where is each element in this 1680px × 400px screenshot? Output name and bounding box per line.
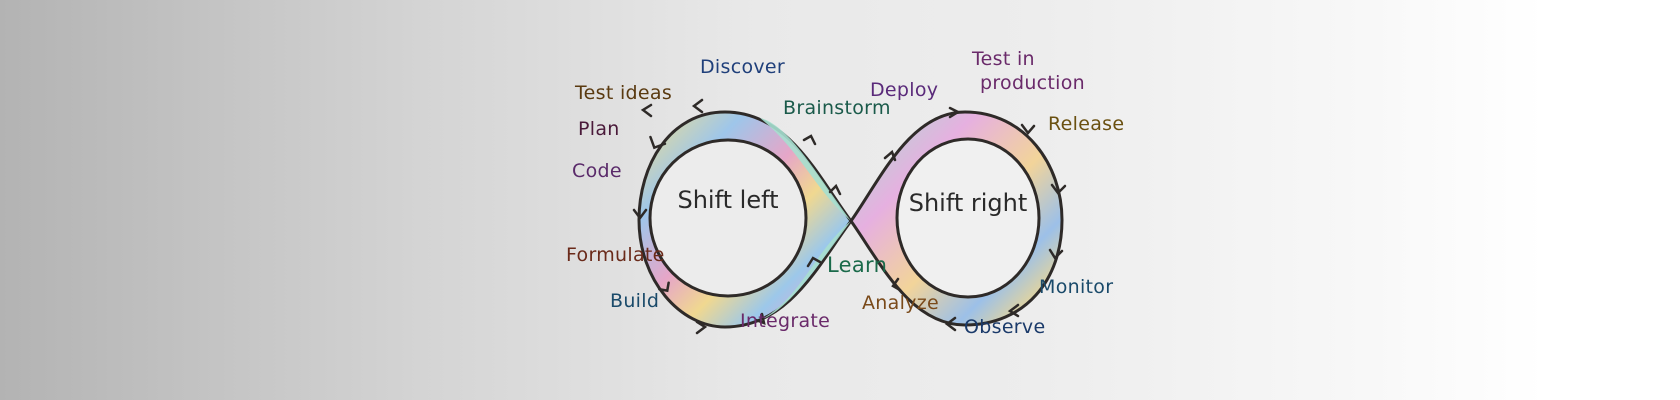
arrow-icon [891, 277, 902, 292]
arrow-icon [806, 256, 822, 268]
arrow-icon [695, 320, 708, 335]
label-formulate: Formulate [566, 244, 665, 266]
arrow-icon [828, 183, 842, 196]
arrow-icon [1048, 248, 1064, 260]
right-inner-circle [895, 137, 1041, 299]
arrow-icon [632, 208, 648, 221]
arrow-icon [1020, 123, 1036, 135]
arrow-icon [658, 281, 670, 293]
label-integrate: Integrate [740, 310, 831, 332]
arrow-icon [640, 103, 653, 118]
arrow-icon [948, 106, 961, 119]
arrow-icon [649, 135, 667, 150]
label-test-in-production-line2: production [980, 72, 1086, 94]
arrow-icon [691, 98, 704, 114]
label-analyze: Analyze [862, 292, 939, 314]
label-test-in-production: Test in [972, 48, 1035, 70]
label-observe: Observe [964, 316, 1046, 338]
shift-left-title: Shift left [677, 186, 779, 214]
label-release: Release [1048, 113, 1125, 135]
label-discover: Discover [700, 56, 786, 78]
arrow-icon [1007, 303, 1020, 318]
label-learn: Learn [827, 253, 888, 277]
arrow-icon [802, 134, 817, 146]
label-plan: Plan [578, 118, 620, 140]
arrow-icon [1050, 183, 1067, 195]
arrow-icon [754, 312, 766, 325]
shift-right-title: Shift right [908, 189, 1028, 217]
label-deploy: Deploy [870, 79, 939, 101]
label-build: Build [610, 290, 660, 312]
label-test-ideas: Test ideas [575, 82, 673, 104]
arrow-icon [883, 149, 897, 162]
arrow-icon [944, 316, 957, 332]
label-brainstorm: Brainstorm [783, 97, 891, 119]
label-monitor: Monitor [1039, 276, 1114, 298]
left-inner-circle [648, 138, 808, 298]
label-code: Code [572, 160, 622, 182]
